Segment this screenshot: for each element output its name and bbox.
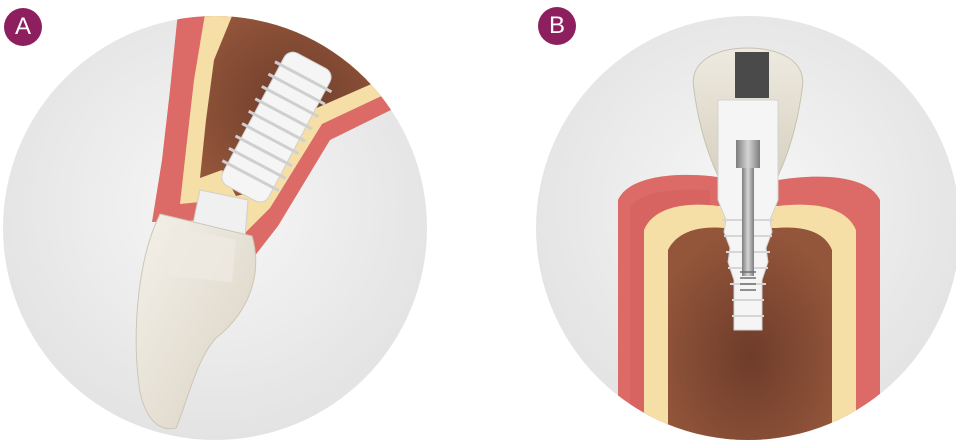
panel-a: A bbox=[0, 0, 478, 442]
illustration-b bbox=[478, 0, 956, 442]
panel-b: B bbox=[478, 0, 956, 442]
crown-core bbox=[735, 52, 769, 98]
label-badge-a: A bbox=[4, 8, 42, 46]
illustration-a bbox=[0, 0, 478, 442]
label-badge-b: B bbox=[538, 7, 576, 45]
